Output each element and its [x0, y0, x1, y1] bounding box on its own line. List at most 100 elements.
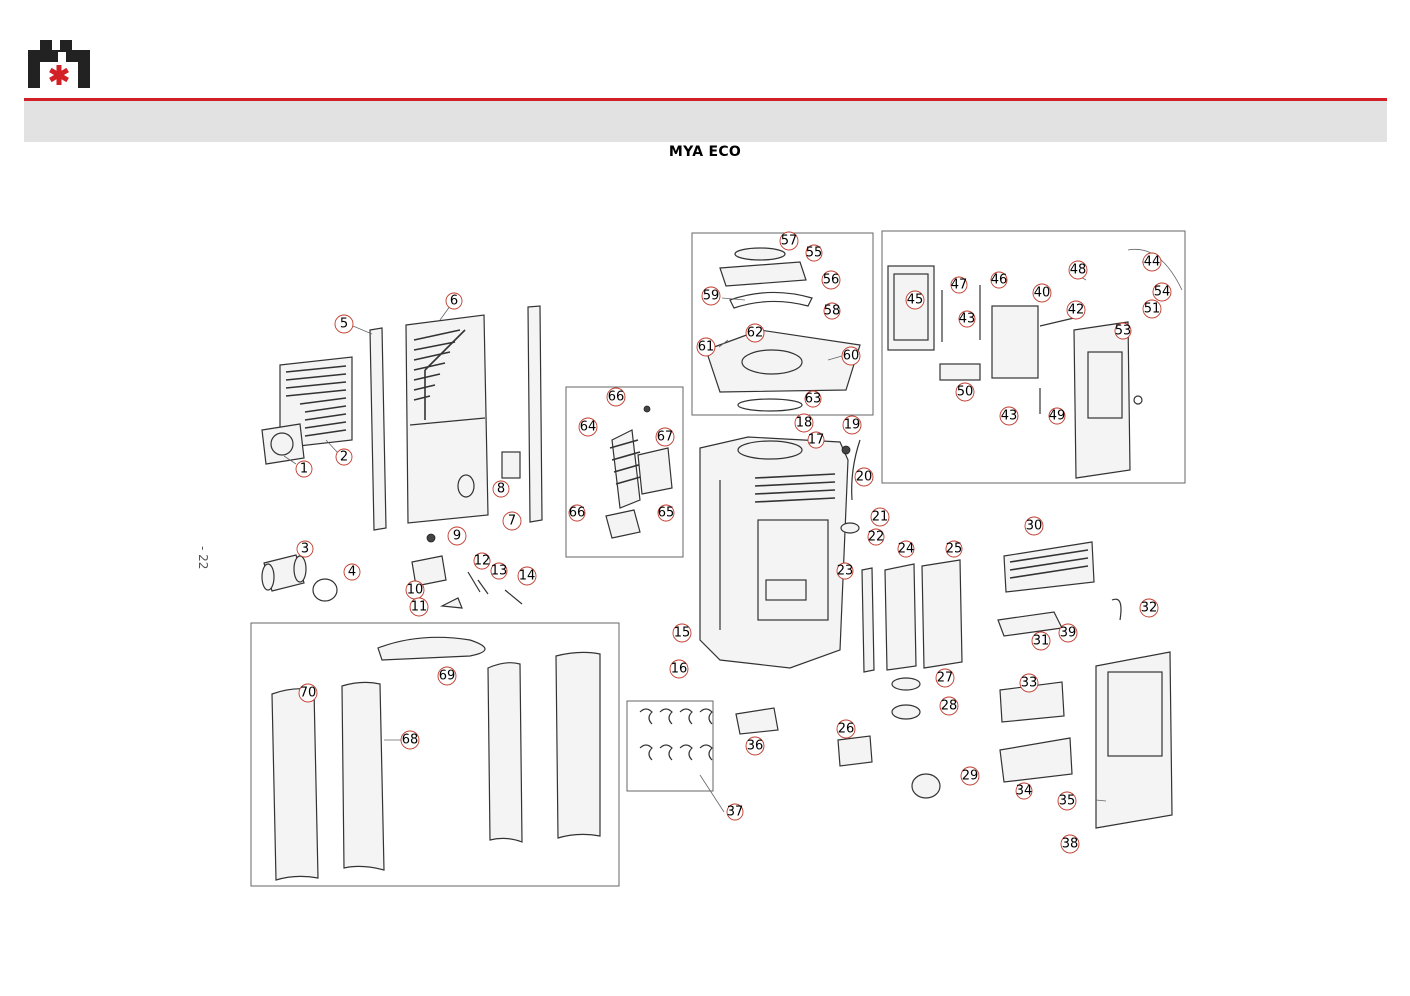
callout-19: 19	[842, 415, 862, 435]
svg-text:22: 22	[868, 530, 885, 545]
part-glass-strip	[1039, 317, 1075, 327]
svg-text:1: 1	[300, 462, 308, 477]
part-side-rail	[527, 305, 543, 523]
part-top-stone	[377, 636, 486, 661]
company-logo-icon	[28, 40, 90, 88]
callout-43-upper: 43	[958, 310, 976, 328]
svg-text:54: 54	[1154, 285, 1171, 300]
svg-text:21: 21	[872, 510, 889, 525]
callout-61: 61	[696, 337, 716, 357]
svg-text:43: 43	[959, 312, 976, 327]
svg-text:69: 69	[439, 669, 456, 684]
callout-33: 33	[1019, 673, 1039, 693]
header-grey-band	[24, 101, 1387, 142]
callout-4: 4	[343, 563, 361, 581]
svg-text:56: 56	[823, 273, 840, 288]
svg-text:25: 25	[946, 542, 963, 557]
svg-text:61: 61	[698, 340, 715, 355]
callout-48: 48	[1068, 260, 1088, 280]
part-fan-assembly	[837, 735, 873, 767]
callout-2: 2	[335, 448, 353, 466]
header-red-rule	[24, 98, 1387, 101]
group-box-auger-assembly	[565, 386, 684, 558]
part-top-cover	[734, 247, 786, 261]
callout-12: 12	[473, 552, 491, 570]
callout-59: 59	[701, 286, 721, 306]
callout-42: 42	[1066, 300, 1086, 320]
callout-53: 53	[1114, 322, 1132, 340]
callout-26: 26	[836, 719, 856, 739]
part-control-board	[735, 707, 779, 735]
callout-54: 54	[1152, 282, 1172, 302]
svg-text:37: 37	[727, 805, 744, 820]
page-title: MYA ECO	[668, 144, 742, 160]
part-brazier	[891, 704, 921, 720]
part-cable	[851, 439, 861, 501]
part-handle	[1111, 598, 1122, 621]
svg-text:24: 24	[898, 542, 915, 557]
part-screw	[643, 405, 651, 413]
svg-text:46: 46	[991, 273, 1008, 288]
svg-text:18: 18	[796, 416, 813, 431]
svg-text:35: 35	[1059, 794, 1076, 809]
svg-text:51: 51	[1144, 302, 1161, 317]
svg-text:49: 49	[1049, 409, 1066, 424]
callout-16: 16	[669, 659, 689, 679]
svg-text:8: 8	[497, 482, 505, 497]
callout-28: 28	[939, 696, 959, 716]
svg-text:60: 60	[843, 349, 860, 364]
callout-44: 44	[1142, 252, 1162, 272]
callout-14: 14	[517, 566, 537, 586]
svg-text:66: 66	[569, 506, 586, 521]
svg-text:38: 38	[1062, 837, 1079, 852]
callout-46: 46	[990, 271, 1008, 289]
part-flue-tube	[261, 554, 307, 592]
part-top-frame	[705, 329, 861, 393]
callout-32: 32	[1139, 598, 1159, 618]
callout-56: 56	[821, 270, 841, 290]
svg-text:3: 3	[301, 542, 309, 557]
callout-6: 6	[445, 292, 463, 310]
part-glass-clip	[939, 363, 981, 381]
svg-text:70: 70	[300, 686, 317, 701]
callout-25: 25	[945, 540, 963, 558]
callout-10: 10	[405, 580, 425, 600]
part-sensor	[841, 445, 851, 455]
part-auger	[605, 429, 673, 539]
svg-text:43: 43	[1001, 409, 1018, 424]
callout-30: 30	[1024, 516, 1044, 536]
svg-text:11: 11	[411, 600, 428, 615]
part-side-panel-back	[555, 651, 601, 839]
svg-text:67: 67	[657, 430, 674, 445]
svg-text:26: 26	[838, 722, 855, 737]
svg-text:42: 42	[1068, 303, 1085, 318]
svg-text:14: 14	[519, 569, 536, 584]
callout-62: 62	[745, 323, 765, 343]
part-rod	[504, 589, 523, 605]
callout-65: 65	[657, 504, 675, 522]
callout-67: 67	[655, 427, 675, 447]
part-top-gasket	[729, 291, 813, 309]
svg-text:5: 5	[340, 317, 348, 332]
svg-text:40: 40	[1034, 286, 1051, 301]
svg-text:32: 32	[1141, 601, 1158, 616]
part-side-panel-left	[271, 688, 319, 881]
callout-45: 45	[905, 290, 925, 310]
part-rear-grid	[261, 356, 353, 465]
part-bracket	[501, 451, 521, 479]
svg-text:30: 30	[1026, 519, 1043, 534]
svg-text:50: 50	[957, 385, 974, 400]
part-front-plate	[999, 737, 1073, 783]
callout-38: 38	[1060, 834, 1080, 854]
svg-text:34: 34	[1016, 784, 1033, 799]
svg-text:19: 19	[844, 418, 861, 433]
part-springs	[639, 708, 713, 761]
svg-text:2: 2	[340, 450, 348, 465]
part-tray	[999, 681, 1065, 723]
part-glass	[991, 305, 1039, 379]
svg-text:36: 36	[747, 739, 764, 754]
svg-text:9: 9	[453, 529, 461, 544]
group-box-springs	[626, 700, 714, 792]
svg-text:15: 15	[674, 626, 691, 641]
